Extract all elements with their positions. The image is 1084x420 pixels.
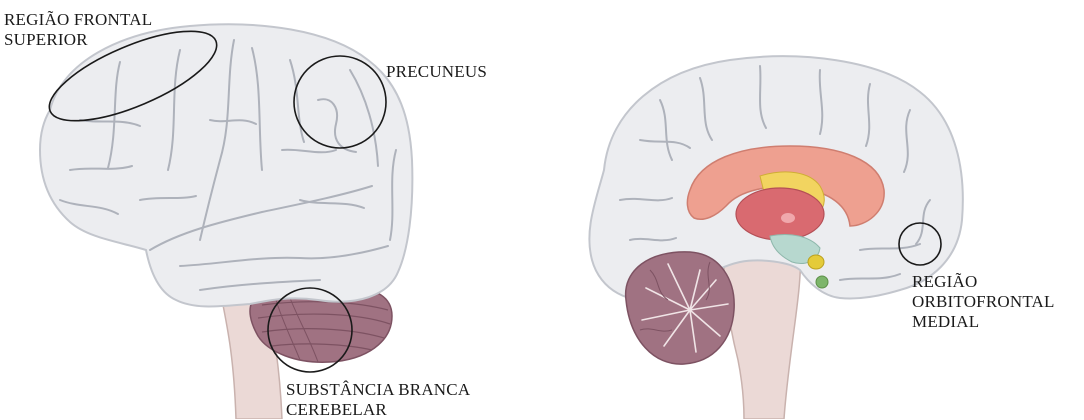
medial-orbitofrontal-label: REGIÃO ORBITOFRONTAL MEDIAL [912,272,1055,332]
superior-frontal-label: REGIÃO FRONTAL SUPERIOR [4,10,152,50]
superior-frontal-label-line-1: REGIÃO FRONTAL [4,10,152,30]
precuneus-label-line-1: PRECUNEUS [386,62,487,82]
medial-brain-view [589,56,962,419]
orbitofrontal-label-line-3: MEDIAL [912,312,1055,332]
pituitary [808,255,824,269]
thalamus-highlight [781,213,795,223]
orbitofrontal-label-line-1: REGIÃO [912,272,1055,292]
cerebellar-white-matter-label: SUBSTÂNCIA BRANCA CEREBELAR [286,380,470,420]
medial-cerebellum [626,252,735,364]
precuneus-label: PRECUNEUS [386,62,487,82]
lateral-cerebrum [40,24,412,306]
cerebellar-label-line-1: SUBSTÂNCIA BRANCA [286,380,470,400]
orbitofrontal-label-line-2: ORBITOFRONTAL [912,292,1055,312]
mammillary-body [816,276,828,288]
cerebellar-label-line-2: CEREBELAR [286,400,470,420]
thalamus [736,188,824,240]
lateral-brain-view [38,13,412,419]
superior-frontal-label-line-2: SUPERIOR [4,30,152,50]
